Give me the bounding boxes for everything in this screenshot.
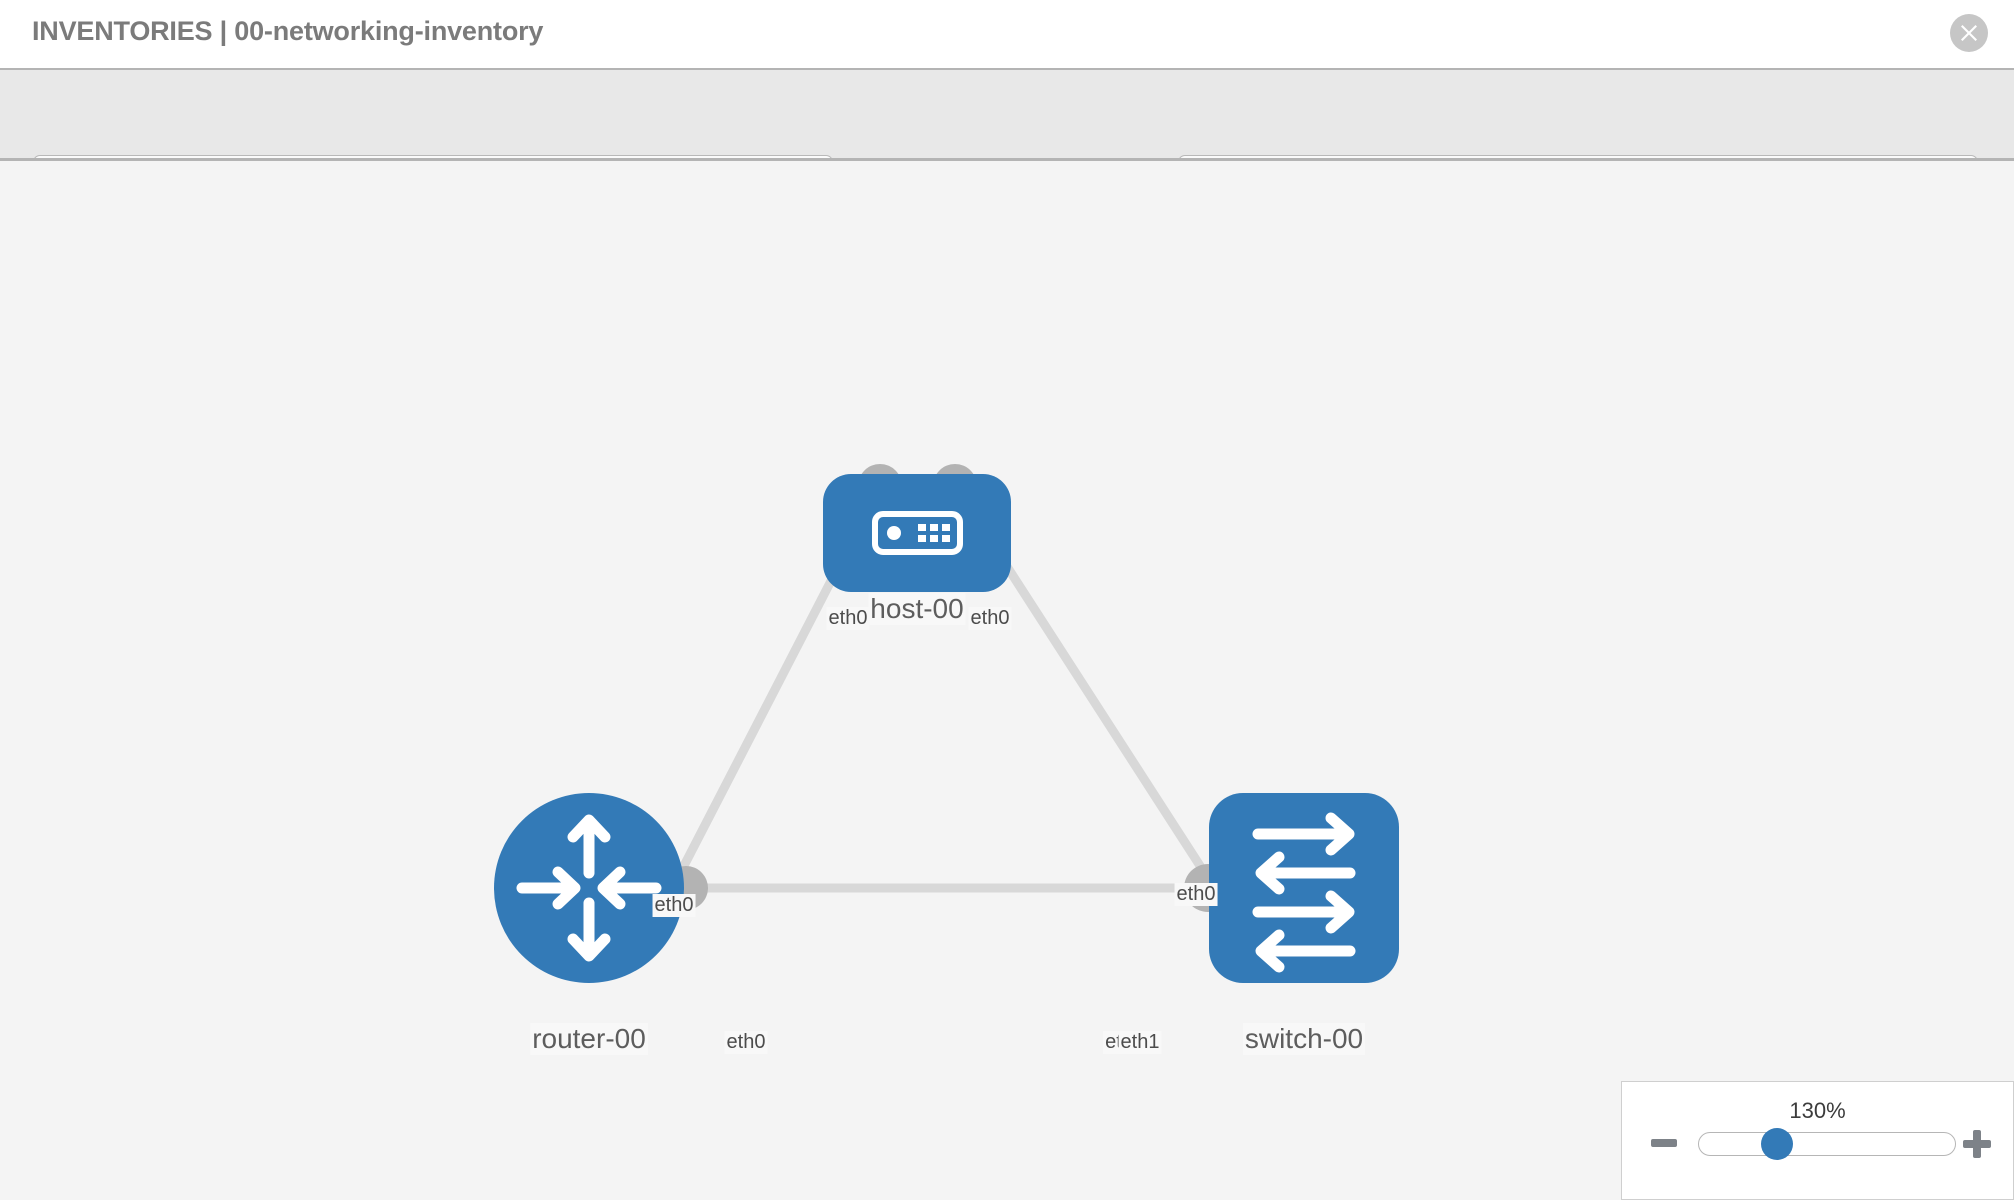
router-icon <box>516 814 662 962</box>
topology-graph <box>494 464 1399 983</box>
node-label-host-00: host-00 <box>868 593 966 625</box>
node-host-00[interactable] <box>823 474 1011 592</box>
node-label-router-00: router-00 <box>530 1023 648 1055</box>
zoom-slider-thumb[interactable] <box>1761 1128 1793 1160</box>
zoom-control-panel: 130% <box>1621 1081 2014 1200</box>
toolbar-divider <box>0 158 2014 161</box>
server-icon <box>872 511 963 555</box>
zoom-slider-track[interactable] <box>1698 1132 1956 1156</box>
iface-label: eth0 <box>652 894 696 917</box>
toolbar: ACTIONS SEARCH <box>0 70 2014 213</box>
iface-label: eth0 <box>826 607 870 630</box>
page-header: INVENTORIES | 00-networking-inventory <box>0 0 2014 68</box>
iface-label: eth0 <box>724 1031 768 1054</box>
node-label-switch-00: switch-00 <box>1242 1023 1366 1055</box>
header-divider <box>0 68 2014 70</box>
iface-label: eth1 <box>1118 1031 1162 1054</box>
close-icon[interactable] <box>1950 14 1988 52</box>
node-switch-00[interactable] <box>1209 793 1399 983</box>
page-title: INVENTORIES | 00-networking-inventory <box>32 16 544 46</box>
iface-label: eth0 <box>968 607 1012 630</box>
zoom-percent-label: 130% <box>1789 1098 1846 1123</box>
switch-icon <box>1252 812 1356 973</box>
plus-icon[interactable] <box>1963 1130 1991 1158</box>
minus-icon[interactable] <box>1651 1139 1677 1147</box>
topology-canvas[interactable]: eth0 eth0 eth0 eth0 eth0 eth eth1 host-0… <box>0 161 2014 1200</box>
iface-label: eth0 <box>1174 883 1218 906</box>
node-router-00[interactable] <box>494 793 684 983</box>
